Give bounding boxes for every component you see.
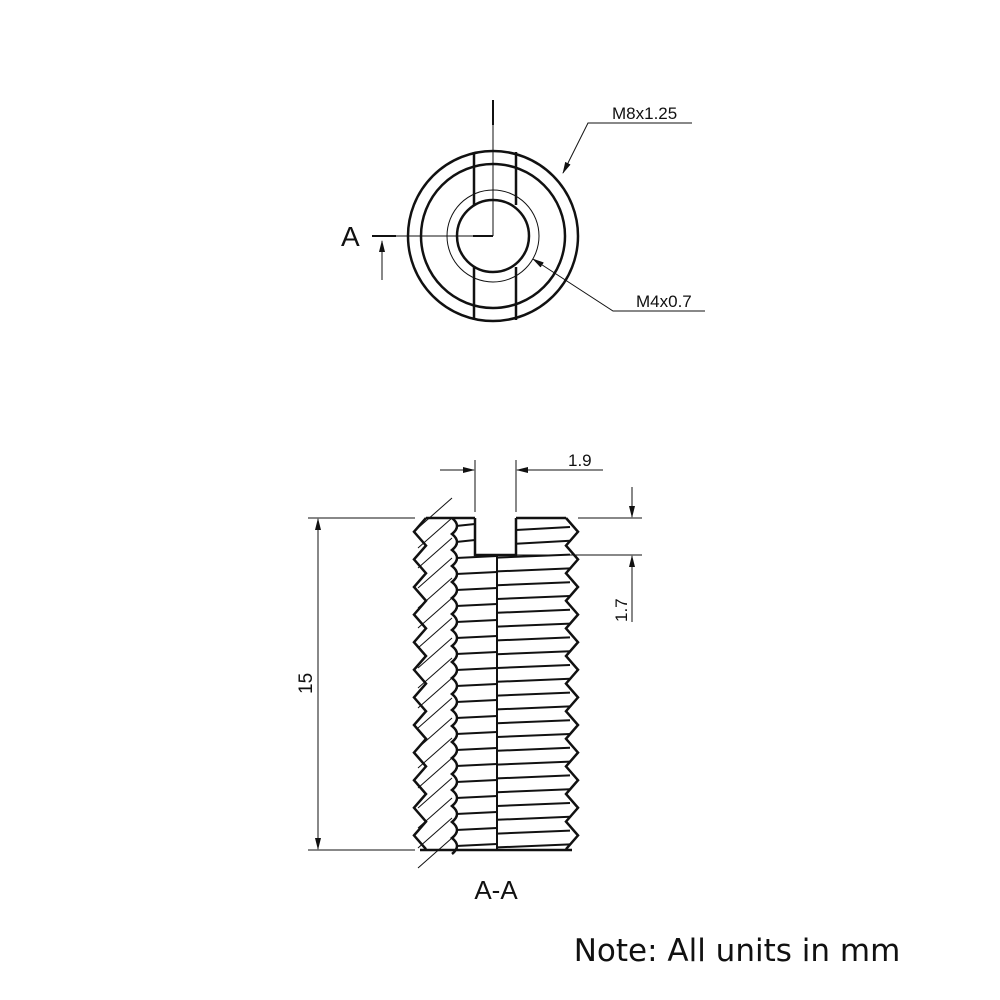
section-hatch [417,597,453,629]
section-marker-label: A [341,221,360,252]
section-hatch [417,677,453,709]
internal-thread-crest [455,683,498,687]
thread-line [496,664,571,669]
dim-length-label: 15 [296,673,317,694]
thread-line [496,622,571,628]
section-title: A-A [474,875,518,905]
section-hatch [417,737,453,769]
internal-thread-crest [455,763,498,767]
thread-line [496,567,571,573]
section-hatch [417,837,453,869]
thread-line [496,829,571,835]
thread-line [496,760,571,766]
section-hatch [417,517,453,549]
section-hatch [417,577,453,609]
section-hatch [417,697,453,729]
internal-thread-crest [455,843,498,847]
thread-line [496,677,571,683]
internal-thread-crest [455,667,498,671]
thread-line [496,746,571,752]
internal-thread-crest [455,651,498,655]
internal-thread-crest [455,731,498,735]
thread-line [496,581,571,587]
section-hatch [417,797,453,829]
thread-line [496,719,571,725]
thread-line [496,733,571,738]
dim-slot-width-label: 1.9 [568,451,592,470]
internal-thread-crest [455,635,498,639]
internal-thread-crest [455,795,498,799]
thread-line [496,815,571,821]
units-note: Note: All units in mm [574,933,901,969]
internal-thread-crest [455,827,498,831]
section-hatch [417,537,453,569]
thread-line [496,608,571,614]
thread-line [496,788,571,794]
thread-line [496,774,571,780]
thread-line [515,539,571,545]
internal-thread-crest [455,619,498,623]
thread-line [496,595,571,600]
internal-thread-crest [455,811,498,815]
internal-thread-crest [455,699,498,703]
section-hatch [417,637,453,669]
internal-thread-crest [455,523,476,527]
thread-line [496,802,571,807]
internal-thread-crest [455,603,498,607]
section-hatch [417,617,453,649]
section-hatch [417,657,453,689]
section-hatch [417,717,453,749]
top-view [372,100,705,323]
section-view [412,497,580,869]
thread-line [496,636,571,642]
thread-line [496,843,571,849]
inner-thread-label: M4x0.7 [636,292,692,311]
internal-thread-crest [455,555,498,559]
section-hatch [417,817,453,849]
section-hatch [417,757,453,789]
internal-thread-crest [455,779,498,783]
internal-thread-crest [455,571,498,575]
outer-thread-label: M8x1.25 [612,104,677,123]
dimensions [308,460,642,851]
thread-line [515,526,571,531]
section-hatch [417,557,453,589]
internal-thread-crest [455,539,476,543]
leader-m8 [562,122,692,174]
thread-line [496,650,571,656]
section-hatch [417,777,453,809]
thread-line [496,691,571,697]
external-thread-left [412,517,428,851]
thread-line [496,705,571,711]
internal-thread-crest [455,747,498,751]
leader-m4 [532,258,705,312]
slot [473,518,518,557]
section-hatch [417,497,453,529]
internal-thread-crest [455,587,498,591]
internal-thread-crest [455,715,498,719]
dim-slot-depth-label: 1.7 [612,598,631,622]
external-thread-right [564,517,580,851]
